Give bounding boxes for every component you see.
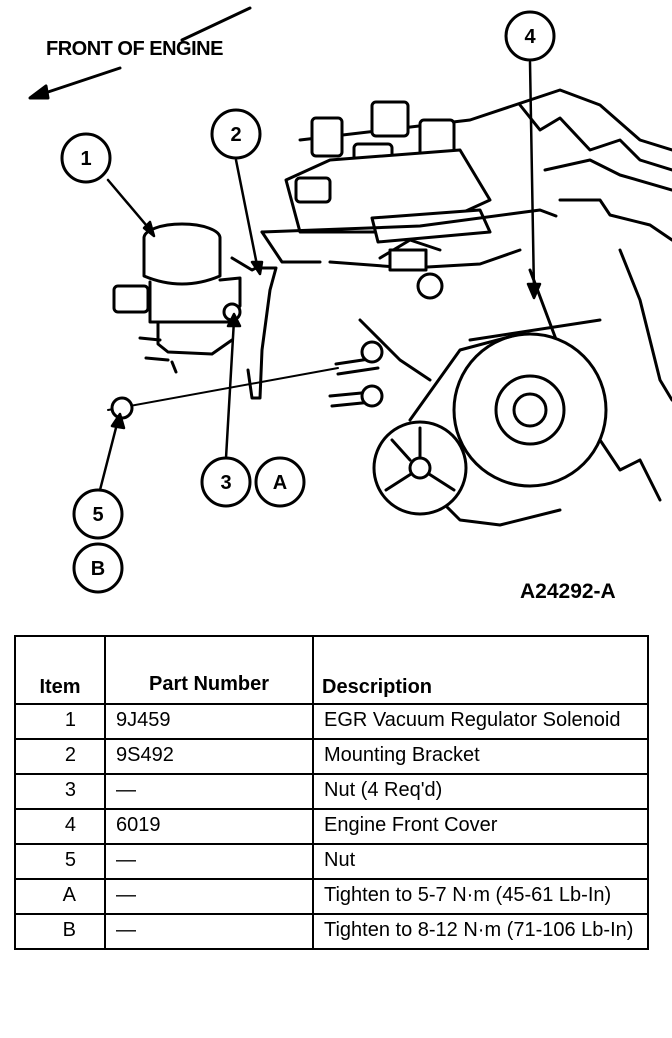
header-item: Item bbox=[14, 635, 106, 705]
intake-assembly bbox=[260, 100, 558, 300]
row-desc: Tighten to 8-12 N·m (71-106 Lb-In) bbox=[312, 913, 649, 950]
callout-label-4: 4 bbox=[524, 26, 536, 48]
crank-pulley bbox=[372, 420, 468, 516]
table-row: B — Tighten to 8-12 N·m (71-106 Lb-In) bbox=[14, 913, 649, 950]
row-desc: EGR Vacuum Regulator Solenoid bbox=[312, 703, 649, 740]
front-of-engine-label: FRONT OF ENGINE bbox=[46, 38, 223, 60]
callout-b bbox=[72, 542, 124, 594]
row-part: — bbox=[104, 843, 314, 880]
table-row: 2 9S492 Mounting Bracket bbox=[14, 738, 649, 775]
belt bbox=[358, 318, 522, 422]
header-part-number: Part Number bbox=[104, 635, 314, 705]
egr-solenoid bbox=[112, 222, 242, 374]
row-desc: Nut (4 Req'd) bbox=[312, 773, 649, 810]
callout-label-1: 1 bbox=[80, 148, 91, 170]
studs bbox=[328, 340, 384, 408]
row-item: A bbox=[14, 878, 106, 915]
callout-label-5: 5 bbox=[92, 504, 103, 526]
callout-4 bbox=[504, 10, 556, 62]
table-row: 3 — Nut (4 Req'd) bbox=[14, 773, 649, 810]
table-row: 1 9J459 EGR Vacuum Regulator Solenoid bbox=[14, 703, 649, 740]
callout-2 bbox=[210, 108, 262, 160]
callout-label-2: 2 bbox=[230, 124, 241, 146]
row-item: 5 bbox=[14, 843, 106, 880]
row-part: — bbox=[104, 773, 314, 810]
table-row: 5 — Nut bbox=[14, 843, 649, 880]
row-desc: Tighten to 5-7 N·m (45-61 Lb-In) bbox=[312, 878, 649, 915]
front-arrow-icon bbox=[28, 6, 252, 100]
row-desc: Engine Front Cover bbox=[312, 808, 649, 845]
row-part: 6019 bbox=[104, 808, 314, 845]
idler-pulley bbox=[452, 318, 608, 488]
figure-id: A24292-A bbox=[520, 580, 616, 603]
nut-5 bbox=[110, 396, 134, 420]
table-row: A — Tighten to 5-7 N·m (45-61 Lb-In) bbox=[14, 878, 649, 915]
row-desc: Mounting Bracket bbox=[312, 738, 649, 775]
parts-table: Item Part Number Description 1 9J459 EGR… bbox=[14, 635, 649, 950]
row-part: 9J459 bbox=[104, 703, 314, 740]
row-part: 9S492 bbox=[104, 738, 314, 775]
table-header-row: Item Part Number Description bbox=[14, 635, 649, 705]
callout-label-3: 3 bbox=[220, 472, 231, 494]
engine-illustration: 1 2 3 A 4 5 B bbox=[28, 6, 672, 594]
row-part: — bbox=[104, 878, 314, 915]
mounting-bracket bbox=[230, 256, 278, 400]
row-item: 3 bbox=[14, 773, 106, 810]
callout-5 bbox=[72, 488, 124, 540]
row-item: 4 bbox=[14, 808, 106, 845]
row-desc: Nut bbox=[312, 843, 649, 880]
callout-label-a: A bbox=[273, 472, 287, 494]
row-item: B bbox=[14, 913, 106, 950]
callout-3 bbox=[200, 456, 252, 508]
callout-a bbox=[254, 456, 306, 508]
row-item: 2 bbox=[14, 738, 106, 775]
row-part: — bbox=[104, 913, 314, 950]
header-description: Description bbox=[312, 635, 649, 705]
callout-1 bbox=[60, 132, 112, 184]
table-row: 4 6019 Engine Front Cover bbox=[14, 808, 649, 845]
row-item: 1 bbox=[14, 703, 106, 740]
callout-label-b: B bbox=[91, 558, 105, 580]
